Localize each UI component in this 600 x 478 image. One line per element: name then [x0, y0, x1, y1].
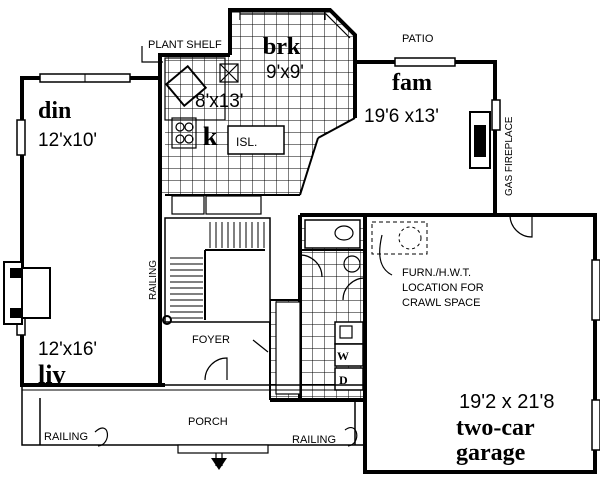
family-name: fam: [392, 70, 432, 96]
breakfast-bay: [239, 10, 351, 39]
railing-left-label: RAILING: [44, 431, 88, 443]
furnace-label-1: FURN./H.W.T.: [402, 267, 471, 279]
garage-name-line1: two-car: [456, 415, 535, 441]
garage-name-line2: garage: [456, 440, 526, 466]
powder-room: [304, 219, 361, 273]
staircase: [162, 217, 271, 325]
leader-lines: [141, 46, 163, 63]
breakfast-dims: 9'x9': [266, 62, 304, 83]
washer-label: W: [337, 349, 349, 363]
kitchen-fixtures: [164, 57, 285, 215]
patio-label: PATIO: [402, 33, 434, 45]
gas-fireplace-label: GAS FIREPLACE: [504, 116, 515, 196]
railing-right-label: RAILING: [292, 434, 336, 446]
porch: [21, 384, 366, 470]
kitchen-dims: 8'x13': [195, 91, 243, 112]
dining-dims: 12'x10': [38, 130, 97, 151]
island-label: ISL.: [236, 135, 257, 149]
living-name: liv: [38, 360, 65, 389]
porch-label: PORCH: [188, 416, 228, 428]
furnace-area: [371, 221, 428, 276]
dryer-label: D: [339, 373, 348, 387]
kitchen-name: k: [203, 122, 218, 151]
stair-railing-label: RAILING: [148, 260, 159, 300]
breakfast-name: brk: [263, 34, 301, 60]
gas-fireplace: [469, 111, 491, 169]
furnace-label-3: CRAWL SPACE: [402, 297, 480, 309]
plant-shelf-label: PLANT SHELF: [148, 39, 222, 51]
foyer-label: FOYER: [192, 334, 230, 346]
dining-name: din: [38, 98, 71, 124]
living-dims: 12'x16': [38, 339, 97, 360]
garage-dims: 19'2 x 21'8: [459, 391, 555, 413]
furnace-label-2: LOCATION FOR: [402, 282, 484, 294]
living-fireplace: [3, 261, 51, 325]
doors: [204, 214, 533, 381]
family-dims: 19'6 x13': [364, 106, 439, 127]
